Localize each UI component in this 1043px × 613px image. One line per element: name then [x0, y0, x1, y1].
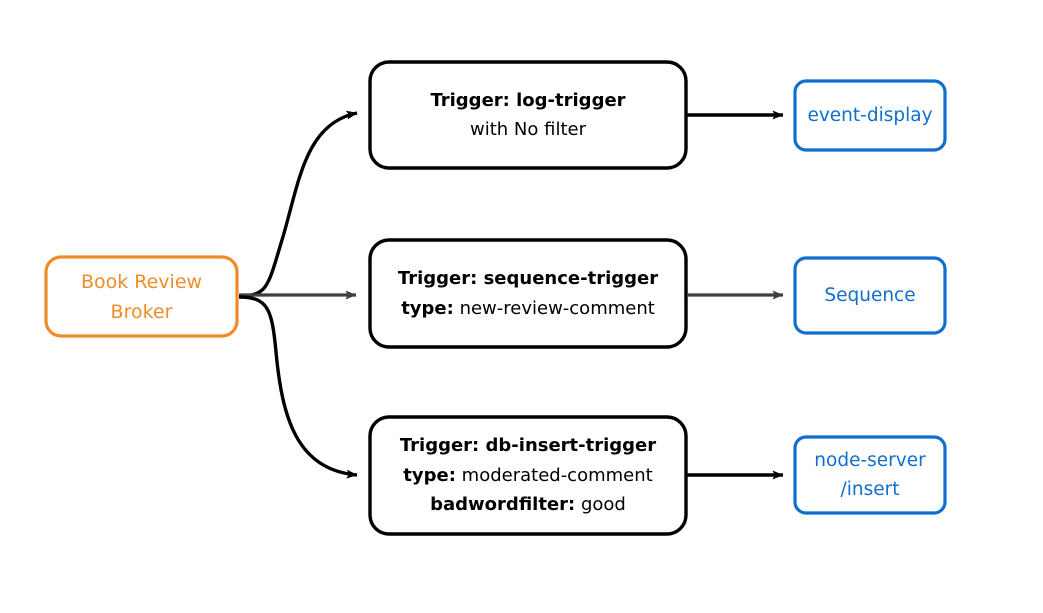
- trigger-box-sequence[interactable]: [368, 238, 688, 349]
- target-box-event-display[interactable]: [793, 79, 947, 152]
- connector-broker-to-db-insert-trigger: [238, 295, 358, 479]
- target-box-node-server[interactable]: [793, 435, 947, 515]
- trigger-box-log[interactable]: [368, 60, 688, 170]
- trigger-box-db-insert[interactable]: [368, 415, 688, 536]
- connector-broker-to-log-trigger: [238, 110, 358, 298]
- broker-box[interactable]: [44, 255, 239, 338]
- target-box-sequence[interactable]: [793, 256, 947, 335]
